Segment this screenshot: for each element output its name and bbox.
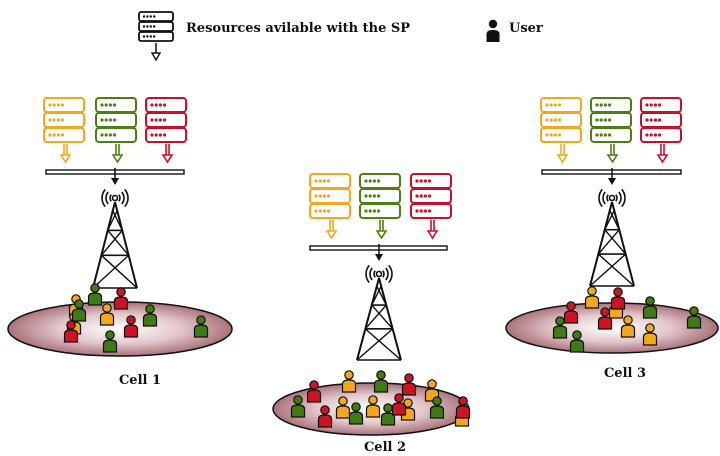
cell-1-tower-icon <box>92 168 138 289</box>
cell-1-user-red-icon <box>123 315 139 338</box>
cell-2-user-orange-icon <box>341 370 357 393</box>
cell-2-server-a-icon <box>309 173 351 240</box>
cells <box>7 97 719 436</box>
cell-3-server-a-icon <box>540 97 582 164</box>
user-icon <box>486 19 500 42</box>
cell-2-server-c-icon <box>410 173 452 240</box>
cell-3-user-red-icon <box>597 307 613 330</box>
cell-3-user-green-icon <box>686 306 702 329</box>
cell-2-user-green-icon <box>290 395 306 418</box>
cell-1-user-red-icon <box>63 320 79 343</box>
cell-2-user-red-icon <box>306 380 322 403</box>
cell-2 <box>272 173 471 436</box>
cell-3-server-b-icon <box>590 97 632 164</box>
cell-2-user-red-icon <box>401 373 417 396</box>
cell-3-user-red-icon <box>610 287 626 310</box>
cell-1-user-green-icon <box>142 304 158 327</box>
cell-2-server-b-icon <box>359 173 401 240</box>
cell-3-server-c-icon <box>640 97 682 164</box>
legend-resources-label: Resources avilable with the SP <box>186 21 410 36</box>
legend: Resources avilable with the SP User <box>138 11 543 62</box>
cell-2-label: Cell 2 <box>364 440 406 455</box>
cell-3-label: Cell 3 <box>604 366 646 381</box>
cell-1-server-b-icon <box>95 97 137 164</box>
cell-2-tower-icon <box>356 244 402 361</box>
cell-1-user-green-icon <box>193 315 209 338</box>
cell-3-user-green-icon <box>552 316 568 339</box>
cell-2-user-green-icon <box>348 402 364 425</box>
cell-1 <box>7 97 233 357</box>
cell-2-user-green-icon <box>429 396 445 419</box>
cell-3-user-red-icon <box>563 301 579 324</box>
cell-1-label: Cell 1 <box>119 373 161 388</box>
cell-1-user-green-icon <box>87 283 103 306</box>
cell-3 <box>505 97 719 354</box>
cell-1-server-a-icon <box>43 97 85 164</box>
cell-1-user-red-icon <box>113 287 129 310</box>
cell-2-user-green-icon <box>380 403 396 426</box>
cell-2-user-green-icon <box>373 370 389 393</box>
cell-3-tower-icon <box>589 168 635 287</box>
cell-3-user-orange-icon <box>620 315 636 338</box>
cell-2-user-red-icon <box>391 393 407 416</box>
legend-user-label: User <box>509 21 543 36</box>
server-stack-icon <box>138 11 174 62</box>
cell-3-user-orange-icon <box>642 323 658 346</box>
cell-3-user-green-icon <box>569 330 585 353</box>
cell-2-user-orange-icon <box>365 395 381 418</box>
cell-2-user-orange-icon <box>335 396 351 419</box>
cell-1-user-green-icon <box>71 299 87 322</box>
cell-1-user-green-icon <box>102 330 118 353</box>
cell-1-user-orange-icon <box>99 303 115 326</box>
cell-2-user-red-icon <box>317 405 333 428</box>
cell-2-user-red-icon <box>455 396 471 419</box>
cell-3-user-orange-icon <box>584 286 600 309</box>
cell-3-user-green-icon <box>642 296 658 319</box>
cell-1-server-c-icon <box>145 97 187 164</box>
